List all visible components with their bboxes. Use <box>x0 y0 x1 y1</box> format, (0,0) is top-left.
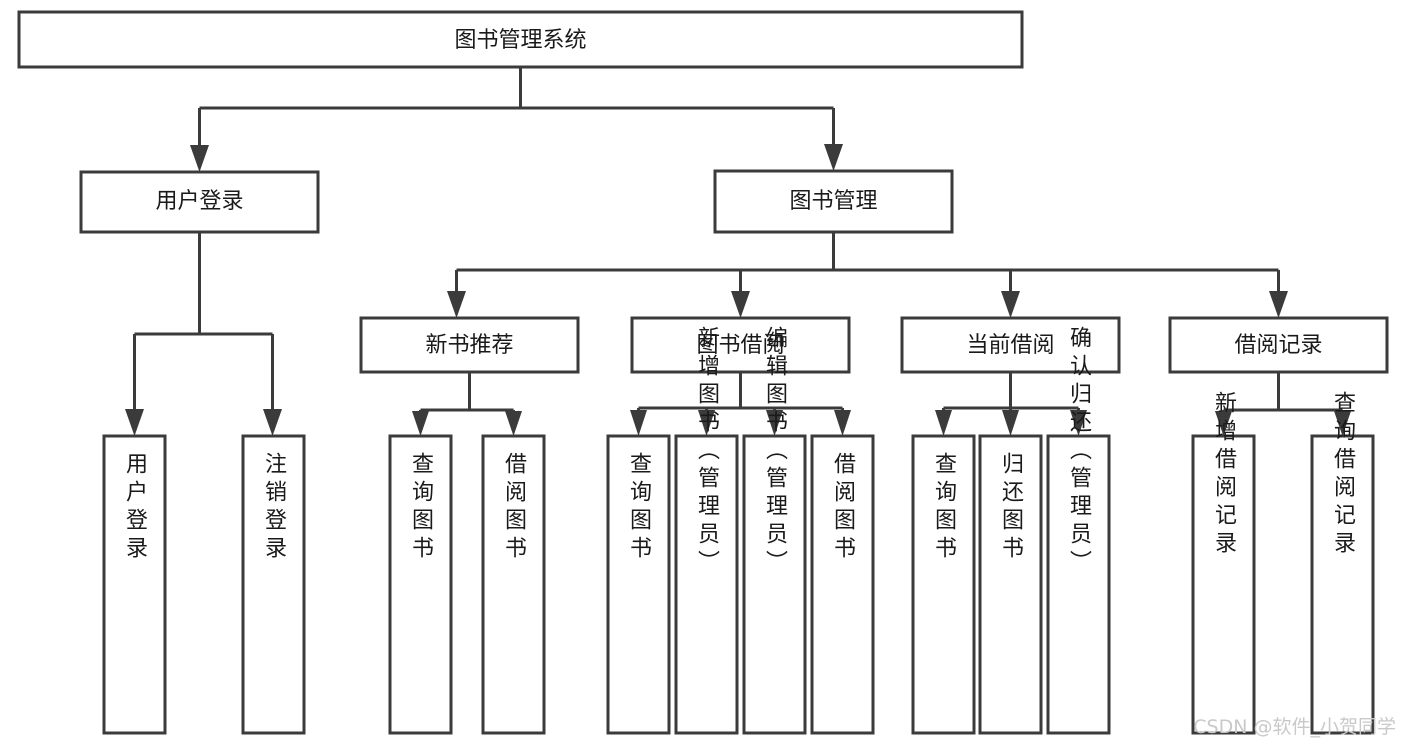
node-book-management[interactable]: 图书管理 <box>713 169 954 234</box>
node-book-borrow-box[interactable] <box>630 316 851 374</box>
node-leaf-user-login-box[interactable] <box>102 434 167 735</box>
arrow-head-leaf-return-book <box>1002 410 1019 436</box>
node-leaf-query-record-label: 查询借阅记录 <box>1330 391 1356 559</box>
node-leaf-edit-book[interactable]: 编辑图书（管理员） <box>742 326 807 735</box>
arrow-head-leaf-confirm-return <box>1070 410 1087 436</box>
arrow-head-leaf-query-book-3 <box>935 410 952 436</box>
node-leaf-confirm-return-box[interactable] <box>1046 434 1111 735</box>
node-leaf-query-book-2[interactable]: 查询图书 <box>606 434 671 735</box>
node-leaf-query-book-2-label: 查询图书 <box>626 452 652 564</box>
node-leaf-return-book[interactable]: 归还图书 <box>978 434 1043 735</box>
node-leaf-borrow-book-1-box[interactable] <box>481 434 546 735</box>
node-leaf-query-book-1-label: 查询图书 <box>408 452 434 564</box>
arrow-head-borrow-record <box>1269 291 1288 318</box>
node-borrow-record-box[interactable] <box>1168 316 1389 374</box>
arrow-head-userlogin <box>190 145 209 172</box>
node-borrow-record[interactable]: 借阅记录 <box>1168 316 1389 374</box>
arrow-head-leaf-edit-book <box>766 410 783 436</box>
node-current-borrow-label: 当前借阅 <box>966 333 1054 358</box>
node-borrow-record-label: 借阅记录 <box>1234 333 1322 358</box>
node-user-login-label: 用户登录 <box>155 189 243 214</box>
node-leaf-query-book-3-label: 查询图书 <box>931 452 957 564</box>
arrow-head-leaf-user-login <box>125 409 144 436</box>
connector-layer <box>125 67 1351 436</box>
node-leaf-query-book-3[interactable]: 查询图书 <box>911 434 976 735</box>
node-user-login-box[interactable] <box>79 170 320 234</box>
arrow-head-book-borrow <box>731 291 750 318</box>
node-leaf-query-record[interactable]: 查询借阅记录 <box>1310 391 1375 735</box>
arrow-head-leaf-logout-login <box>263 409 282 436</box>
node-leaf-borrow-book-2[interactable]: 借阅图书 <box>810 434 875 735</box>
node-current-borrow[interactable]: 当前借阅 <box>900 316 1121 374</box>
arrow-head-leaf-query-record <box>1334 411 1351 436</box>
node-root-system[interactable]: 图书管理系统 <box>17 10 1024 69</box>
node-leaf-return-book-label: 归还图书 <box>998 452 1024 564</box>
node-leaf-confirm-return[interactable]: 确认归还（管理员） <box>1046 326 1111 735</box>
node-book-borrow-label: 图书借阅 <box>696 333 784 358</box>
node-user-login[interactable]: 用户登录 <box>79 170 320 234</box>
node-book-management-box[interactable] <box>713 169 954 234</box>
node-leaf-query-book-2-box[interactable] <box>606 434 671 735</box>
node-leaf-user-login[interactable]: 用户登录 <box>102 434 167 735</box>
node-current-borrow-box[interactable] <box>900 316 1121 374</box>
node-leaf-add-record-label: 新增借阅记录 <box>1211 391 1237 559</box>
arrow-head-current-borrow <box>1001 291 1020 318</box>
node-leaf-add-record[interactable]: 新增借阅记录 <box>1191 391 1256 735</box>
node-root-system-box[interactable] <box>17 10 1024 69</box>
node-leaf-borrow-book-2-box[interactable] <box>810 434 875 735</box>
node-leaf-logout-login[interactable]: 注销登录 <box>241 434 306 735</box>
node-root-system-label: 图书管理系统 <box>454 28 586 53</box>
node-leaf-logout-login-box[interactable] <box>241 434 306 735</box>
arrow-head-leaf-add-record <box>1215 411 1232 436</box>
node-leaf-query-record-box[interactable] <box>1310 434 1375 735</box>
node-leaf-query-book-1-box[interactable] <box>388 434 453 735</box>
node-new-book-recommend-box[interactable] <box>359 316 580 374</box>
arrow-head-leaf-borrow-book-2 <box>834 410 851 436</box>
node-leaf-confirm-return-label: 确认归还（管理员） <box>1066 326 1092 578</box>
arrow-head-leaf-query-book-2 <box>630 410 647 436</box>
node-leaf-edit-book-label: 编辑图书（管理员） <box>762 326 788 578</box>
node-leaf-borrow-book-2-label: 借阅图书 <box>830 452 856 564</box>
node-leaf-add-book-label: 新增图书（管理员） <box>694 326 720 578</box>
node-leaf-add-record-box[interactable] <box>1191 434 1256 735</box>
arrow-head-bookmgmt <box>824 144 843 171</box>
node-leaf-edit-book-box[interactable] <box>742 434 807 735</box>
arrow-head-leaf-add-book <box>698 410 715 436</box>
node-leaf-add-book[interactable]: 新增图书（管理员） <box>674 326 739 735</box>
csdn-watermark: CSDN @软件_小贺同学 <box>1193 716 1396 738</box>
node-leaf-query-book-1[interactable]: 查询图书 <box>388 434 453 735</box>
node-new-book-recommend-label: 新书推荐 <box>425 333 513 358</box>
node-leaf-borrow-book-1-label: 借阅图书 <box>501 452 527 564</box>
node-book-management-label: 图书管理 <box>789 189 877 214</box>
arrow-head-leaf-borrow-book-1 <box>505 411 522 436</box>
node-leaf-add-book-box[interactable] <box>674 434 739 735</box>
arrow-head-leaf-query-book-1 <box>412 411 429 436</box>
node-leaf-user-login-label: 用户登录 <box>122 452 148 564</box>
node-leaf-borrow-book-1[interactable]: 借阅图书 <box>481 434 546 735</box>
arrow-head-new-book-recommend <box>447 291 466 318</box>
node-book-borrow[interactable]: 图书借阅 <box>630 316 851 374</box>
node-leaf-query-book-3-box[interactable] <box>911 434 976 735</box>
node-leaf-logout-login-label: 注销登录 <box>261 452 287 564</box>
node-leaf-return-book-box[interactable] <box>978 434 1043 735</box>
node-new-book-recommend[interactable]: 新书推荐 <box>359 316 580 374</box>
